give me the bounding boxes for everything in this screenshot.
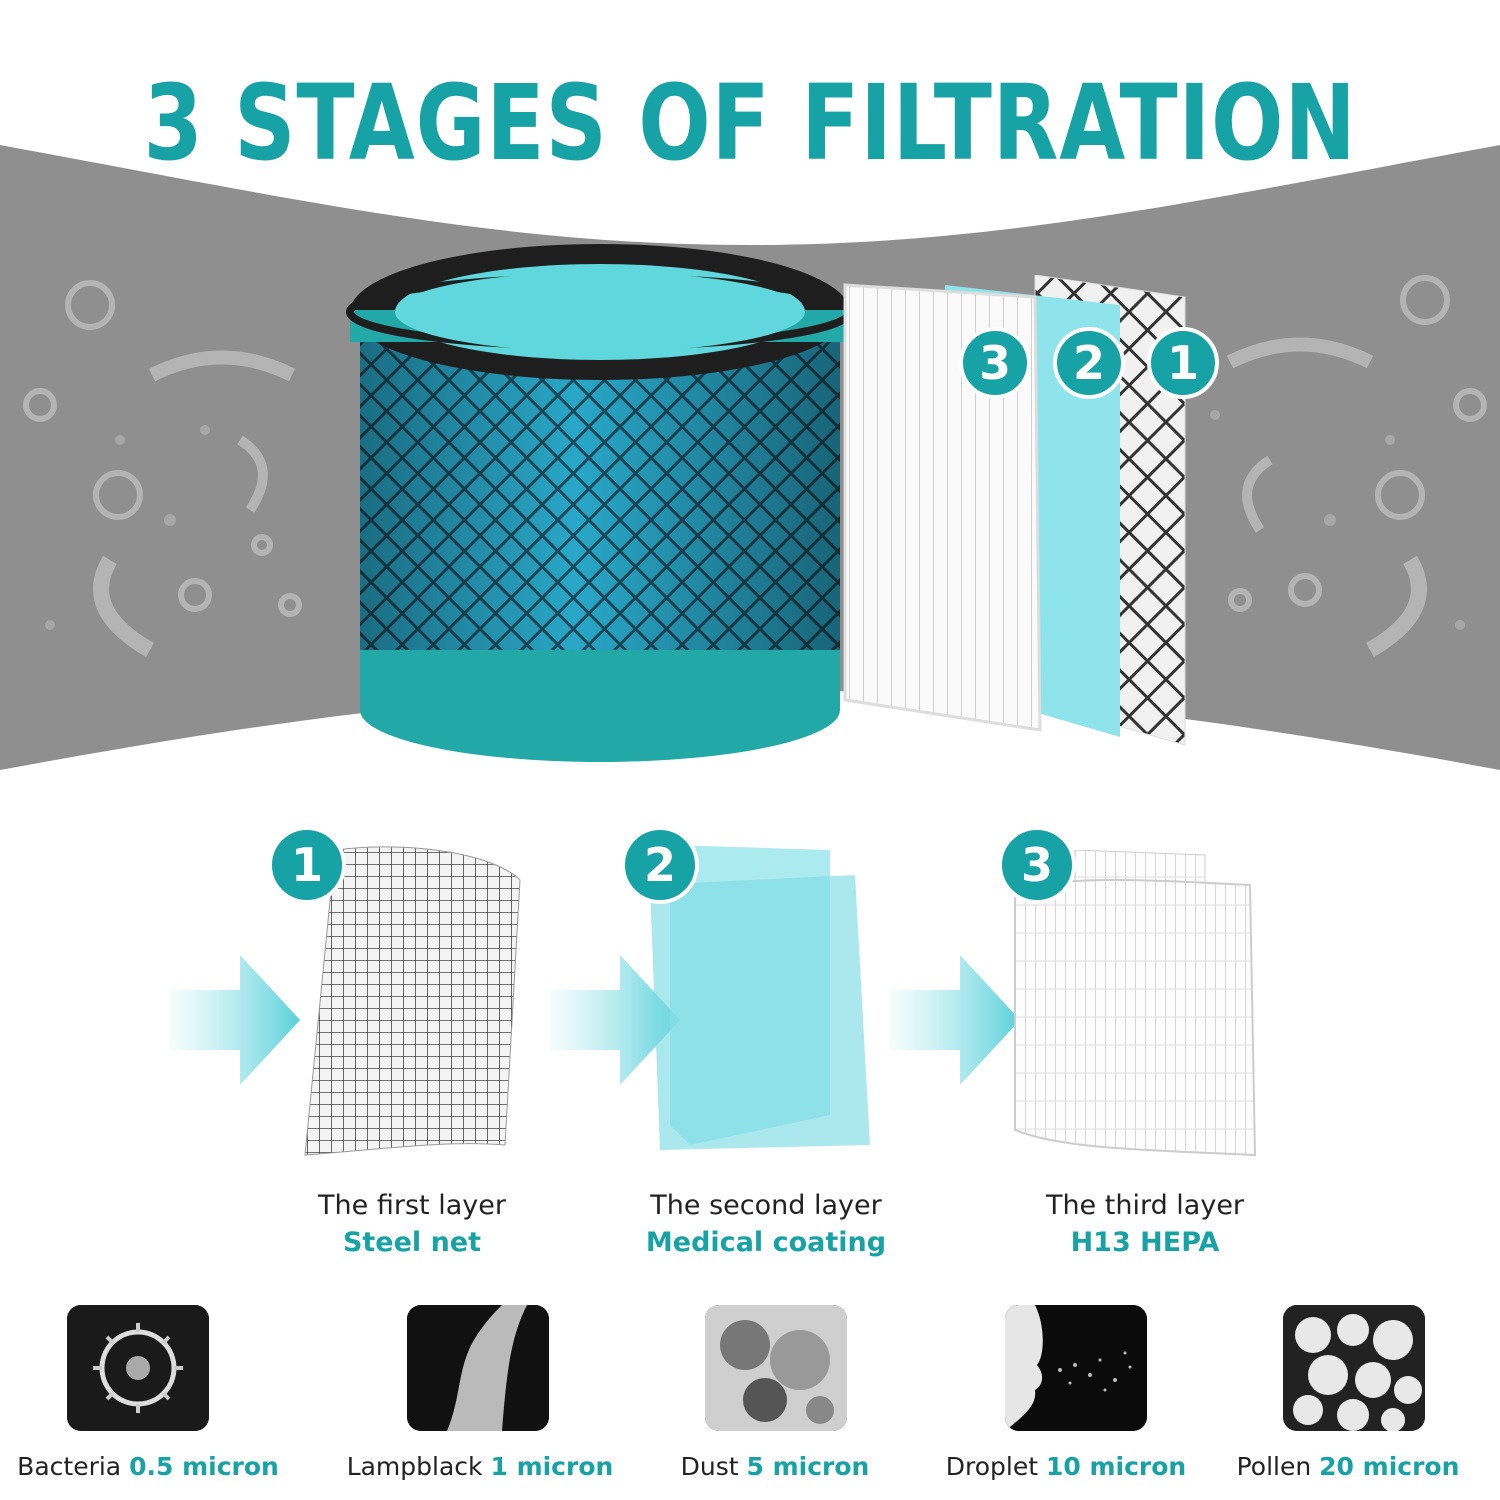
smoke-icon (407, 1305, 549, 1431)
hepa-filter-image (1014, 850, 1257, 1157)
microbe-dots-right (1210, 410, 1465, 630)
stage-badge-1: 1 (1147, 327, 1219, 399)
particle-size: 5 micron (746, 1452, 870, 1481)
layer-material: H13 HEPA (1070, 1227, 1220, 1258)
stage-badge-3: 3 (959, 327, 1031, 399)
arrow-icon (890, 955, 1020, 1085)
particle-label-dust: Dust 5 micron (625, 1452, 925, 1481)
particle-label-bacteria: Bacteria 0.5 micron (0, 1452, 298, 1481)
particle-size: 1 micron (490, 1452, 614, 1481)
microbe-decoration-left (23, 280, 302, 657)
particle-size: 0.5 micron (129, 1452, 279, 1481)
dust-icon (705, 1305, 847, 1431)
stage-badge-2: 2 (1053, 327, 1125, 399)
arrow-icon (550, 955, 680, 1085)
layer-badge-2: 2 (621, 826, 699, 904)
microbe-decoration-right (1226, 275, 1487, 657)
layer-caption-3: The third layer H13 HEPA (965, 1190, 1325, 1258)
layer-badge-1: 1 (268, 826, 346, 904)
particle-name: Droplet (945, 1452, 1039, 1481)
headline: 3 STAGES OF FILTRATION (143, 62, 1357, 184)
medical-coating-image (650, 845, 870, 1150)
pollen-icon (1283, 1305, 1425, 1431)
particle-name: Pollen (1236, 1452, 1312, 1481)
microbe-dots-left (45, 425, 210, 630)
filter-cylinder-image (346, 244, 854, 762)
layer-caption-2: The second layer Medical coating (586, 1190, 946, 1258)
arrow-icon (170, 955, 300, 1085)
particle-label-pollen: Pollen 20 micron (1198, 1452, 1498, 1481)
layer-material: Medical coating (645, 1227, 887, 1258)
layer-title: The third layer (1045, 1190, 1245, 1221)
layer-material: Steel net (342, 1227, 482, 1258)
particle-label-droplet: Droplet 10 micron (916, 1452, 1216, 1481)
layer-badge-3: 3 (998, 826, 1076, 904)
particle-size: 20 micron (1319, 1452, 1460, 1481)
bacteria-icon (67, 1305, 209, 1431)
steel-net-image (304, 846, 521, 1156)
particle-name: Bacteria (17, 1452, 122, 1481)
airflow-arrows (170, 955, 1020, 1085)
layer-title: The first layer (318, 1190, 506, 1221)
particle-label-lampblack: Lampblack 1 micron (330, 1452, 630, 1481)
layer-title: The second layer (650, 1190, 882, 1221)
particle-size: 10 micron (1046, 1452, 1187, 1481)
droplet-icon (1005, 1305, 1147, 1431)
layer-caption-1: The first layer Steel net (232, 1190, 592, 1258)
particle-name: Dust (680, 1452, 739, 1481)
particle-name: Lampblack (346, 1452, 483, 1481)
